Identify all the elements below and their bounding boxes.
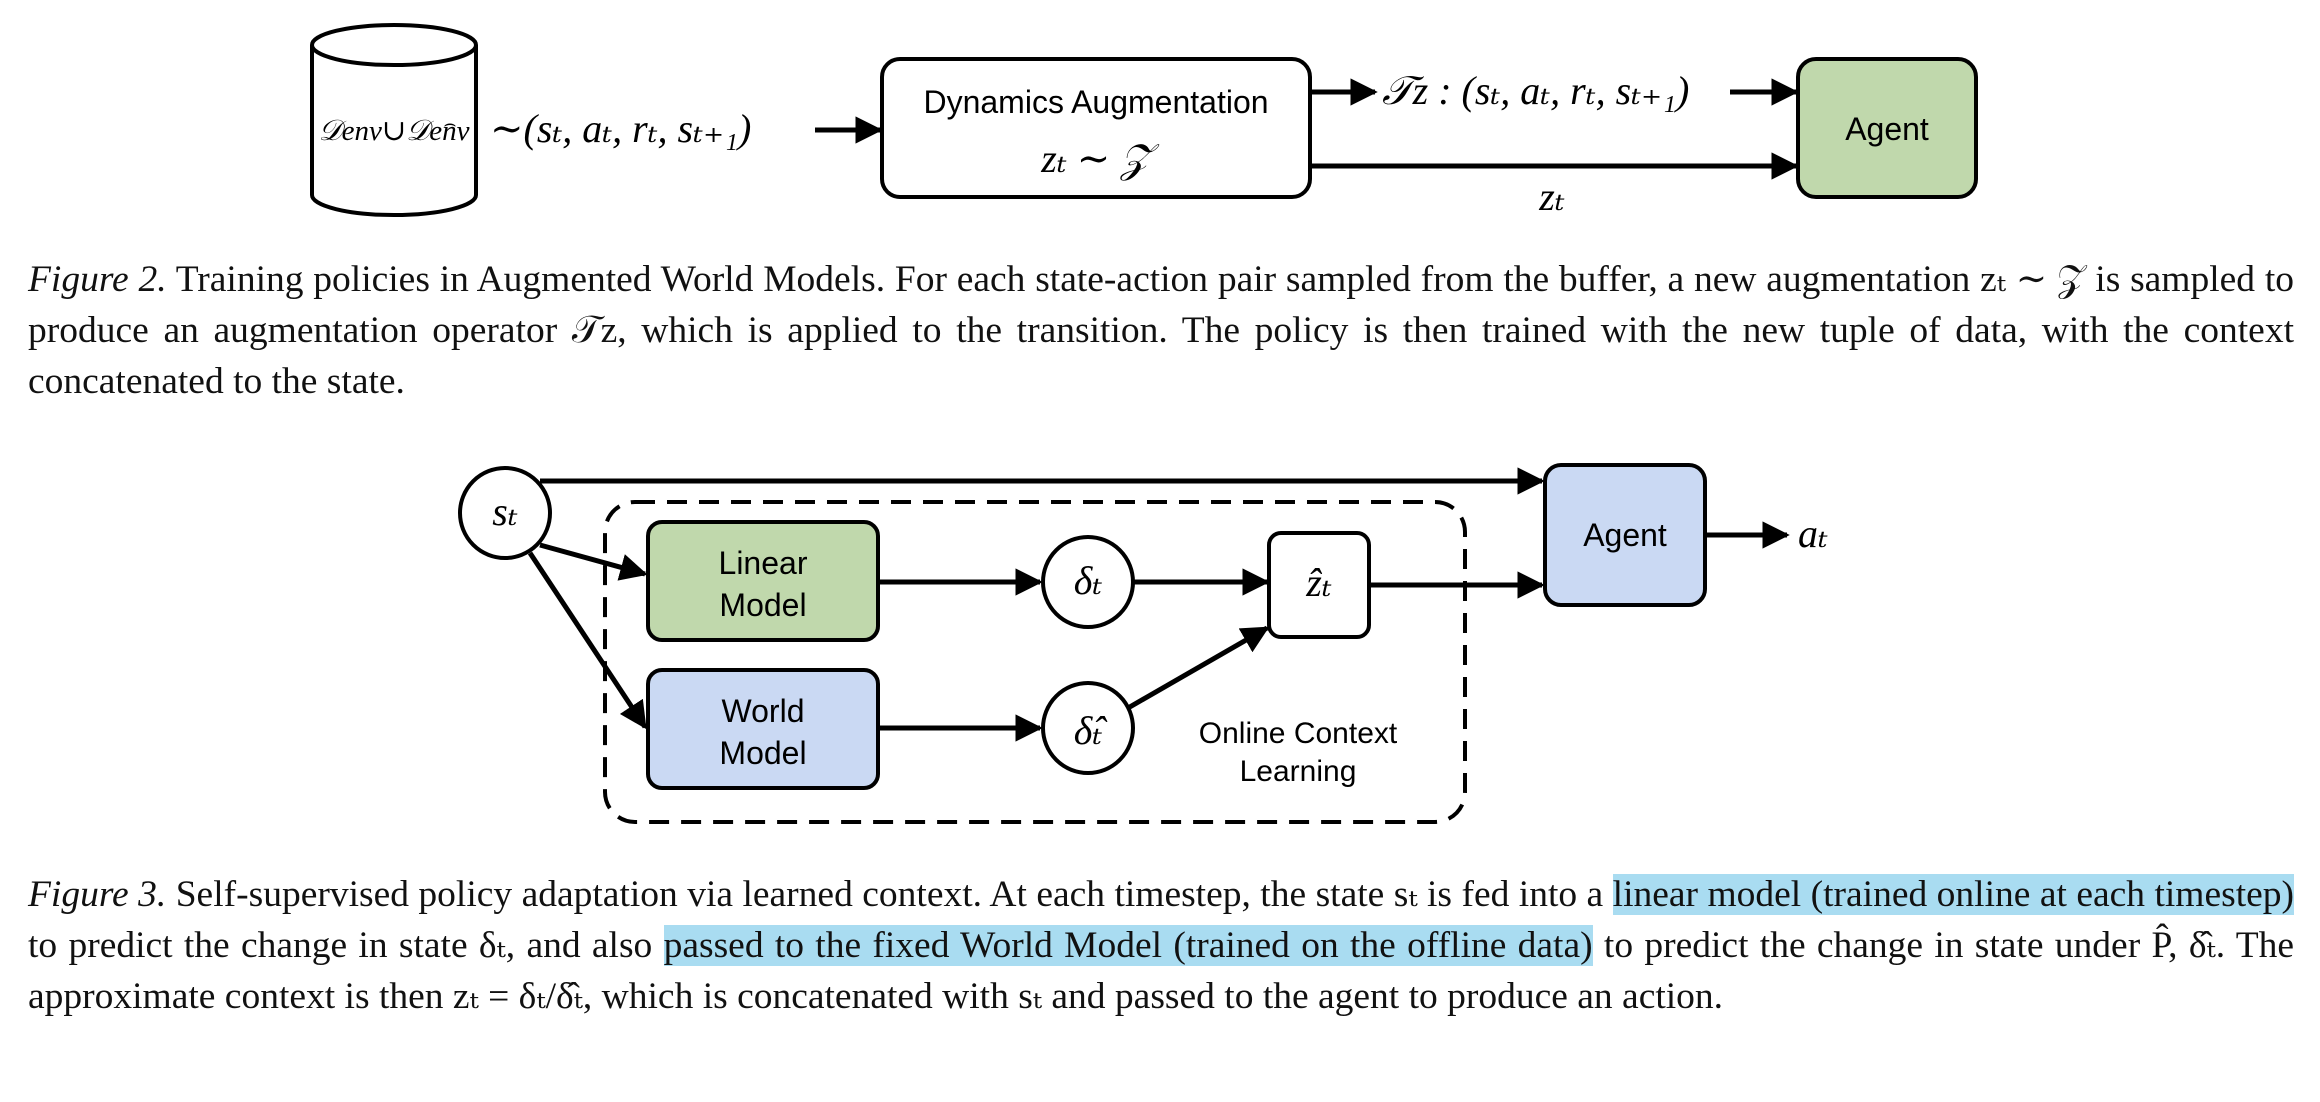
delta-hat-node: δ̂ₜ <box>1041 681 1135 775</box>
z-hat-box: ẑₜ <box>1267 531 1371 639</box>
replay-buffer-cylinder: 𝒟env∪𝒟env ⌢ <box>310 23 478 217</box>
figure-3-caption: Figure 3. Self-supervised policy adaptat… <box>28 869 2295 1022</box>
linear-model-box: Linear Model <box>646 520 880 642</box>
arrow-state-to-world-model <box>527 551 648 730</box>
figure-2-caption-text: Training policies in Augmented World Mod… <box>28 259 2294 402</box>
linear-model-line1: Linear <box>719 545 808 581</box>
linear-model-line2: Model <box>719 587 806 623</box>
delta-hat-label: δ̂ₜ <box>1074 708 1108 753</box>
z-hat-label: ẑₜ <box>1305 560 1332 605</box>
online-context-label-line2: Learning <box>1240 755 1357 788</box>
state-node: sₜ <box>458 466 552 560</box>
figure-3: sₜ Linear Model World Model δₜ <box>458 463 1828 824</box>
world-model-line2: Model <box>719 735 806 771</box>
state-label: sₜ <box>492 489 518 534</box>
figure-2-caption-label: Figure 2. <box>28 259 167 300</box>
agent-label-fig3: Agent <box>1583 517 1667 553</box>
delta-node: δₜ <box>1041 535 1135 629</box>
delta-label: δₜ <box>1074 558 1103 603</box>
arrow-state-to-linear-model <box>539 542 648 581</box>
augmentation-title: Dynamics Augmentation <box>923 84 1268 120</box>
transform-tuple-text: 𝒯z : (sₜ, aₜ, rₜ, sₜ₊₁) <box>1382 68 1689 113</box>
figure-3-caption-label: Figure 3. <box>28 874 167 915</box>
caption-highlight-linear-model: linear model (trained online at each tim… <box>1612 874 2295 915</box>
figure-3-caption-text-2: to predict the change in state δₜ, and a… <box>28 925 653 966</box>
dynamics-augmentation-box: Dynamics Augmentation zₜ ∼ 𝒵 <box>880 57 1312 199</box>
world-model-line1: World <box>722 693 805 729</box>
sample-tuple-text: ∼(sₜ, aₜ, rₜ, sₜ₊₁) <box>490 106 751 151</box>
hat-mark-icon: ⌢ <box>443 113 456 135</box>
figure-3-caption-text-3: to predict the change in state under P̂,… <box>28 925 2295 1017</box>
context-label: zₜ <box>1538 174 1565 219</box>
agent-box-fig3: Agent <box>1543 463 1707 607</box>
world-model-box: World Model <box>646 668 880 790</box>
online-context-label-line1: Online Context <box>1199 717 1398 750</box>
agent-label-fig2: Agent <box>1845 111 1929 147</box>
buffer-label: 𝒟env∪𝒟env <box>318 115 469 147</box>
agent-box-fig2: Agent <box>1796 57 1978 199</box>
action-label: aₜ <box>1798 511 1828 556</box>
figure-2-caption: Figure 2. Training policies in Augmented… <box>28 254 2294 407</box>
figure-2: 𝒟env∪𝒟env ⌢ ∼(sₜ, aₜ, rₜ, sₜ₊₁) Dynamics… <box>310 23 1978 219</box>
caption-highlight-world-model: passed to the fixed World Model (trained… <box>663 925 1593 966</box>
figure-3-caption-text-1: Self-supervised policy adaptation via le… <box>175 874 1604 915</box>
augmentation-expression: zₜ ∼ 𝒵 <box>1040 136 1160 181</box>
arrow-delta-hat-to-z-hat <box>1126 625 1270 711</box>
